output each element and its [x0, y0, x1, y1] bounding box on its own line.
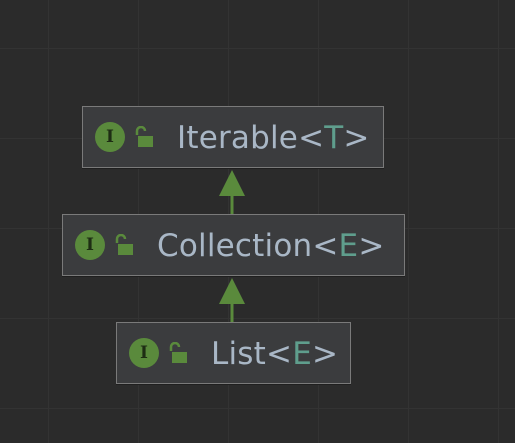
node-label: Iterable<T>	[177, 120, 370, 156]
class-name: Collection	[157, 228, 313, 264]
node-list[interactable]: I List<E>	[116, 322, 351, 384]
type-parameter: T	[324, 120, 344, 156]
generic-open: <	[266, 336, 293, 372]
generic-open: <	[298, 120, 325, 156]
node-collection[interactable]: I Collection<E>	[62, 214, 405, 276]
unlocked-padlock-icon	[135, 126, 153, 147]
node-label: List<E>	[211, 336, 338, 372]
generic-close: >	[343, 120, 370, 156]
interface-icon: I	[75, 230, 105, 260]
node-iterable[interactable]: I Iterable<T>	[82, 106, 384, 168]
unlocked-padlock-icon	[169, 342, 187, 363]
inheritance-arrowhead	[219, 278, 245, 304]
class-name: Iterable	[177, 120, 299, 156]
node-label: Collection<E>	[157, 228, 385, 264]
generic-open: <	[312, 228, 339, 264]
class-name: List	[211, 336, 266, 372]
generic-close: >	[358, 228, 385, 264]
unlocked-padlock-icon	[115, 234, 133, 255]
type-parameter: E	[338, 228, 359, 264]
type-parameter: E	[292, 336, 312, 372]
interface-icon: I	[129, 338, 159, 368]
generic-close: >	[311, 336, 339, 372]
interface-icon: I	[95, 122, 125, 152]
inheritance-arrowhead	[219, 170, 245, 196]
